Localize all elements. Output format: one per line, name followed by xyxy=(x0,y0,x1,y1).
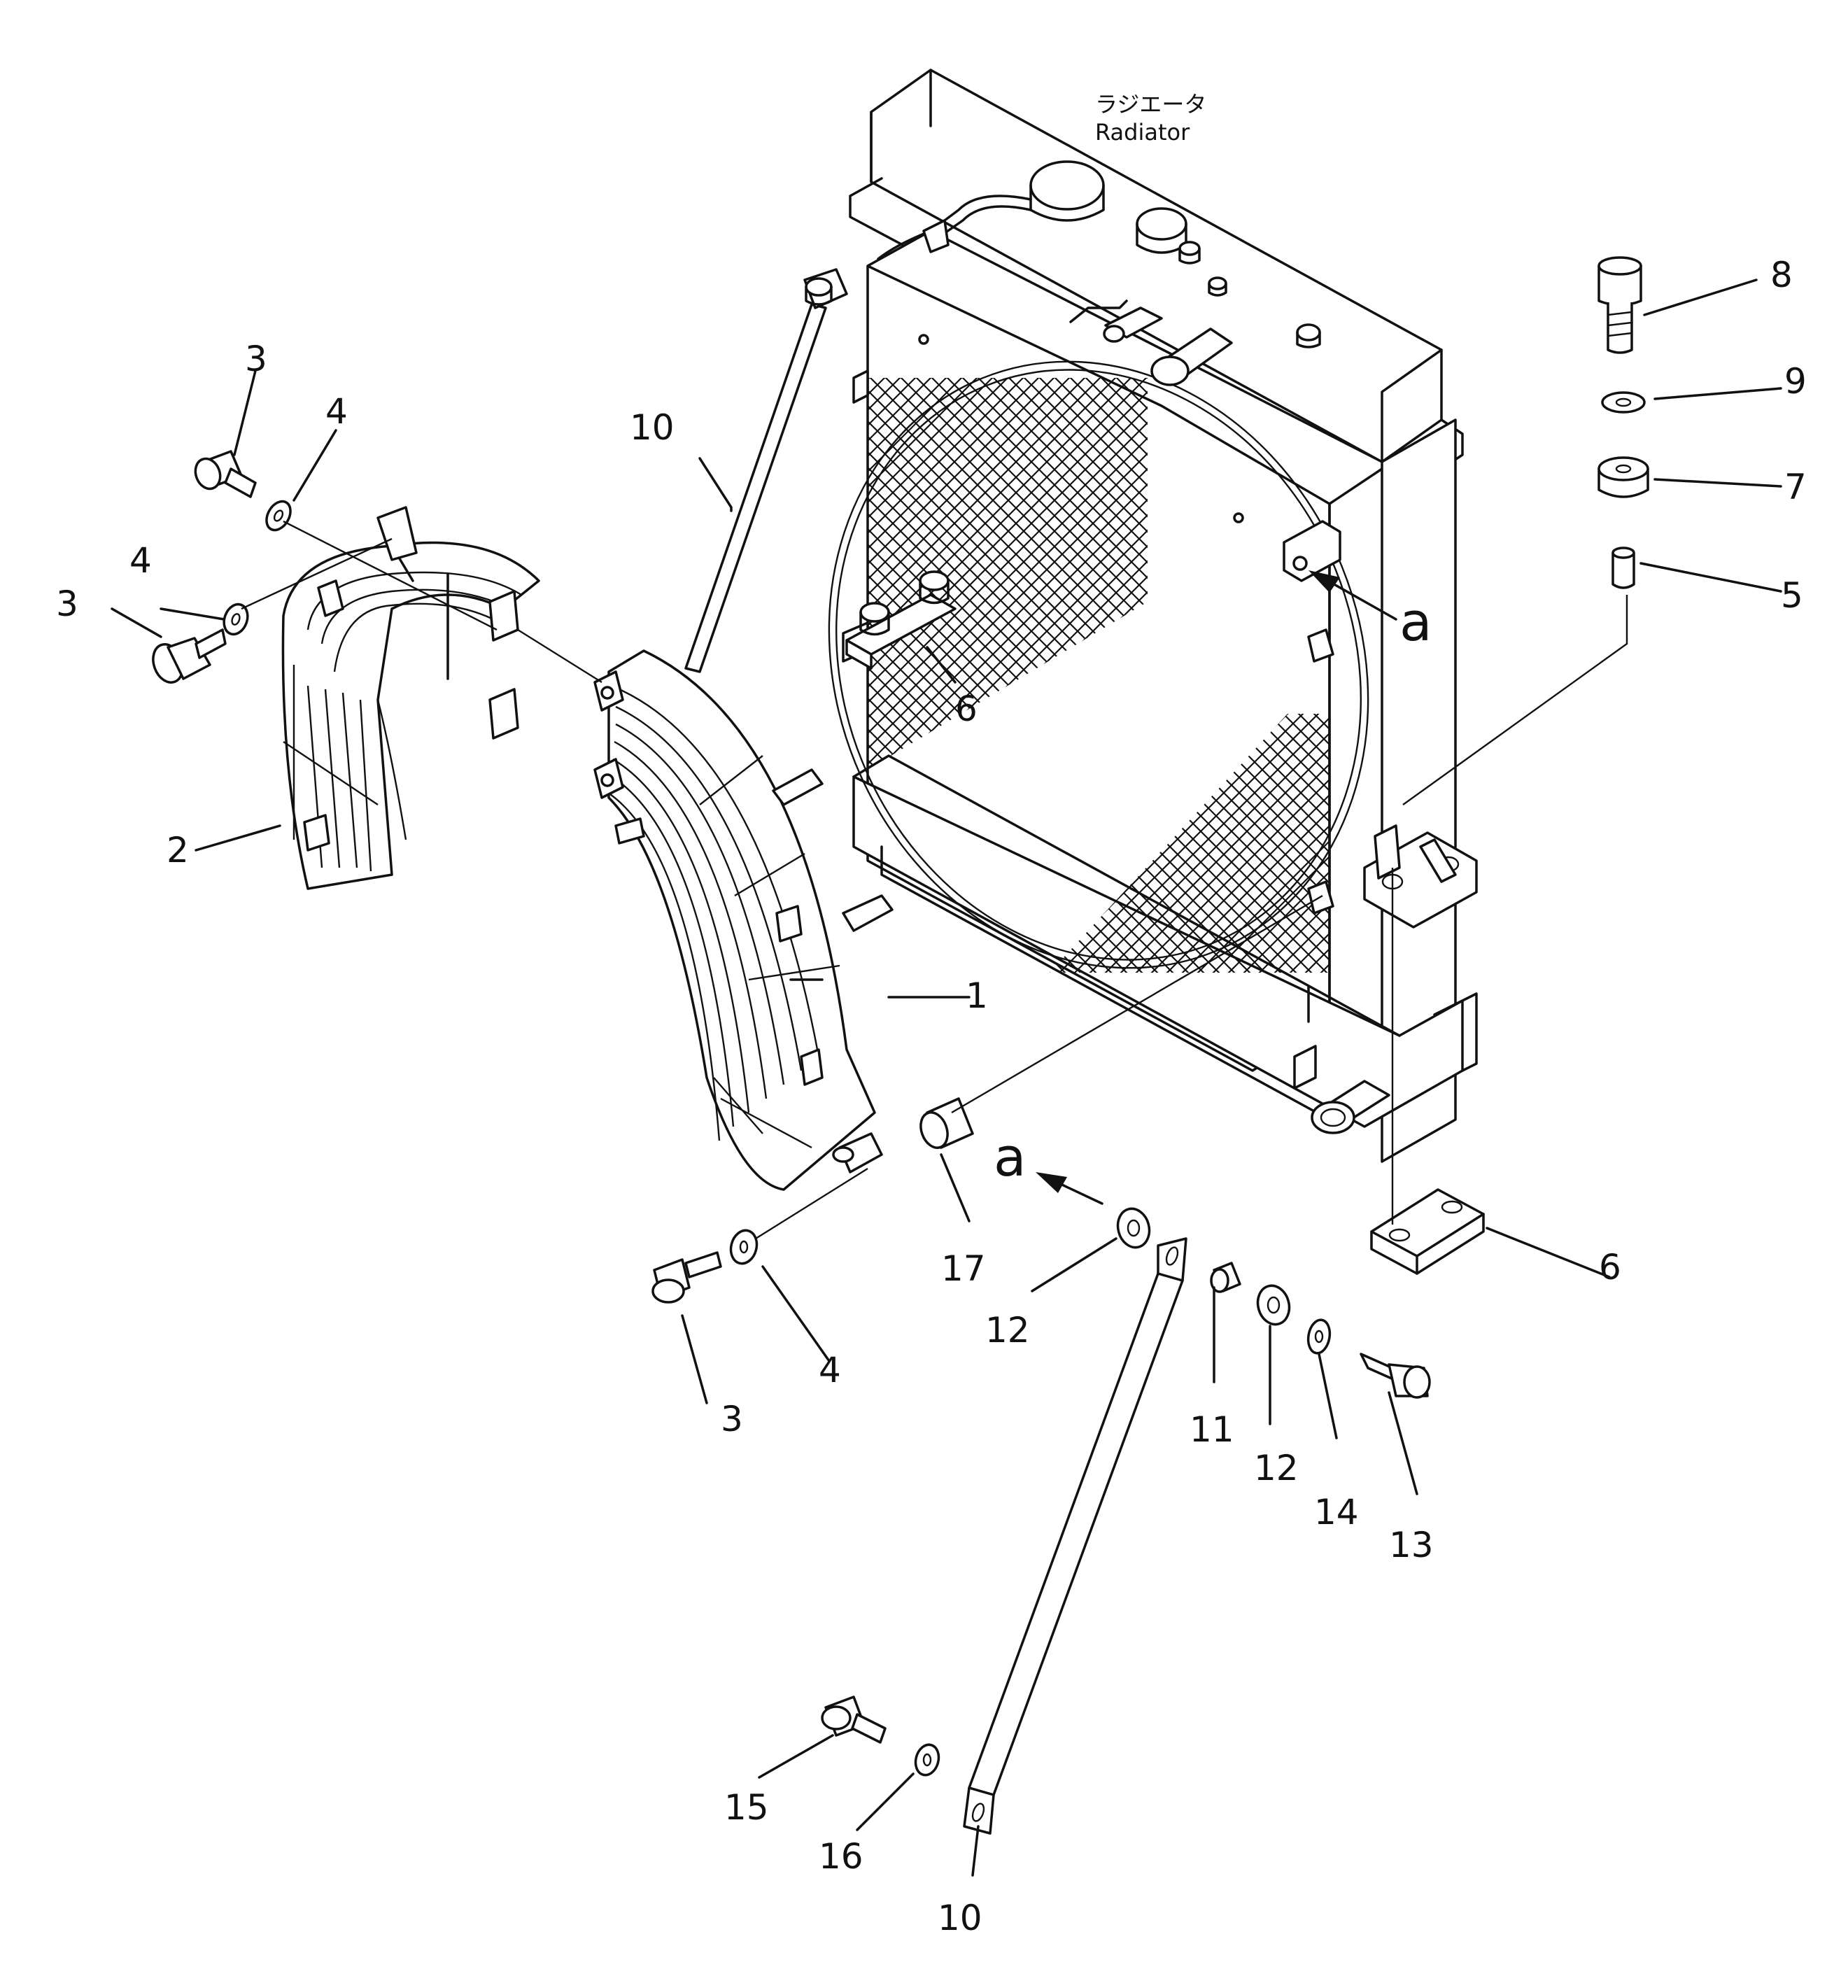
collar-11 xyxy=(1210,1262,1241,1293)
view-ref-label-upper: a xyxy=(1399,591,1432,653)
callout-3-lower: 3 xyxy=(721,1399,743,1439)
callout-17: 17 xyxy=(941,1248,986,1289)
washer-lower xyxy=(729,1229,759,1265)
callout-5: 5 xyxy=(1781,575,1803,616)
callout-4-top: 4 xyxy=(325,391,348,432)
washer-14 xyxy=(1306,1318,1332,1355)
stay-rod-upper xyxy=(684,268,848,673)
fan-guard-lower xyxy=(593,649,894,1191)
view-arrow-a-upper: a xyxy=(1309,570,1432,653)
callout-8: 8 xyxy=(1770,255,1793,295)
view-arrow-a-lower: a xyxy=(994,1126,1103,1205)
callout-13: 13 xyxy=(1389,1525,1434,1565)
washer-top xyxy=(265,500,292,532)
callout-6-lower: 6 xyxy=(1599,1247,1621,1288)
cushion-12-top xyxy=(1116,1207,1151,1249)
fan-guard-upper xyxy=(281,506,540,890)
bolt-mid-left xyxy=(152,628,227,684)
assembly-lines xyxy=(241,520,1628,1240)
leader-lines xyxy=(111,279,1782,1877)
view-ref-label-lower: a xyxy=(994,1126,1027,1188)
spacer-17 xyxy=(919,1097,974,1149)
bolt-top-left xyxy=(194,450,257,498)
callout-2: 2 xyxy=(167,830,189,870)
bolt-lower xyxy=(651,1251,722,1304)
radiator xyxy=(828,69,1478,1163)
bolt-15 xyxy=(821,1696,887,1744)
callout-3-top: 3 xyxy=(245,339,267,379)
callout-9: 9 xyxy=(1784,361,1807,402)
callout-16: 16 xyxy=(819,1836,863,1877)
stay-rod-lower xyxy=(963,1237,1187,1835)
washer-9 xyxy=(1601,391,1646,414)
callout-7: 7 xyxy=(1784,467,1807,507)
callout-3-mid: 3 xyxy=(56,584,78,624)
radiator-label-en: Radiator xyxy=(1095,119,1190,146)
callout-11: 11 xyxy=(1190,1409,1234,1450)
callout-12-top: 12 xyxy=(985,1310,1030,1351)
callout-1: 1 xyxy=(966,975,988,1016)
bracket-6-lower xyxy=(1370,1188,1485,1275)
callout-numbers: 1 2 3 3 3 4 4 4 5 6 6 7 8 9 10 10 11 12 … xyxy=(56,255,1807,1938)
collar-5 xyxy=(1611,547,1635,589)
cushion-12-lower xyxy=(1256,1284,1291,1326)
callout-14: 14 xyxy=(1314,1492,1359,1532)
callout-10-upper: 10 xyxy=(630,407,675,448)
washer-16 xyxy=(914,1743,940,1777)
washer-mid xyxy=(223,602,249,636)
callout-15: 15 xyxy=(724,1787,769,1828)
cushion-7 xyxy=(1597,456,1649,498)
bolt-8 xyxy=(1597,256,1642,354)
callout-4-lower: 4 xyxy=(819,1350,841,1390)
callout-12-lower: 12 xyxy=(1254,1448,1299,1488)
callout-6-middle: 6 xyxy=(955,689,978,729)
radiator-label-jp: ラジエータ xyxy=(1095,91,1206,118)
callout-10-lower: 10 xyxy=(938,1898,982,1938)
bolt-13 xyxy=(1360,1353,1431,1399)
callout-4-mid: 4 xyxy=(129,540,152,581)
